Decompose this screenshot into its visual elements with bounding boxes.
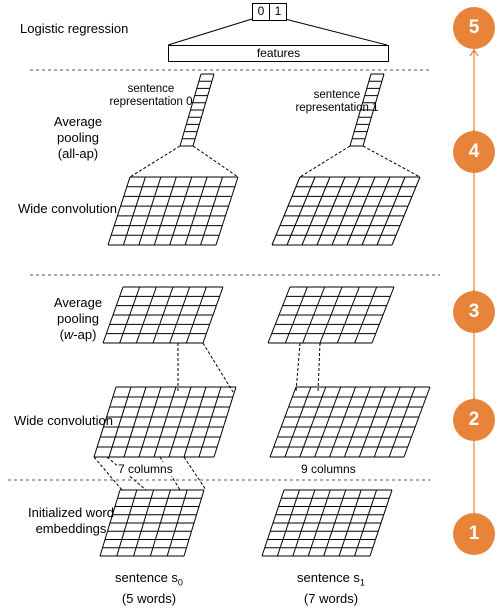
step-4-badge: 4	[453, 131, 495, 173]
sentence-representation-1-label: sentence representation 1	[295, 89, 379, 114]
sentence-s0-label: sentence s0 (5 words)	[115, 570, 183, 606]
logistic-regression-label: Logistic regression	[20, 21, 129, 36]
section-separators	[8, 69, 440, 481]
average-pooling-w-label: Average pooling (w-ap)	[53, 295, 103, 342]
average-pooling-all-label: Average pooling (all-ap)	[53, 114, 103, 161]
top-conv-map-left	[107, 176, 239, 246]
wide-convolution-top-label: Wide convolution	[18, 201, 117, 216]
rep1-conn-left	[299, 145, 351, 178]
sentence-representation-0-label: sentence representation 0	[109, 83, 193, 108]
output-cell-0: 0	[252, 3, 270, 21]
step-3-badge: 3	[453, 291, 495, 333]
features-box: features	[168, 45, 389, 62]
conv-left-conn-a	[93, 456, 123, 491]
bottom-conv-map-left	[93, 386, 237, 458]
wide-convolution-bottom-label: Wide convolution	[14, 413, 113, 428]
initialized-embeddings-label: Initialized word embeddings	[28, 505, 114, 536]
output-cell-1: 1	[269, 3, 287, 21]
feature-map-grids	[93, 18, 431, 557]
columns-count-left: 7 columns	[117, 462, 174, 476]
bottom-conv-map-right	[269, 386, 431, 458]
step-timeline	[469, 48, 479, 513]
rep1-conn-right	[362, 145, 421, 178]
step-5-badge: 5	[453, 7, 495, 49]
rep0-conn-right	[192, 145, 239, 178]
pool-left-conn-b	[202, 342, 234, 393]
rep0-conn-left	[129, 145, 181, 178]
embedding-map-left	[99, 489, 205, 557]
sentence-s1-label: sentence s1 (7 words)	[297, 570, 365, 606]
pooling-map-left	[102, 286, 224, 344]
pool-right-conn-b	[317, 342, 321, 393]
pooling-connectors	[93, 145, 421, 491]
pool-right-conn-a	[295, 342, 301, 393]
top-conv-map-right	[271, 176, 421, 246]
columns-count-right: 9 columns	[300, 462, 357, 476]
conv-left-conn-d	[183, 456, 207, 491]
step-1-badge: 1	[453, 513, 495, 555]
representation-1-vector	[349, 73, 385, 147]
step-2-badge: 2	[453, 399, 495, 441]
timeline-arrowhead-top	[469, 48, 479, 57]
representation-0-vector	[179, 73, 215, 147]
embedding-map-right	[261, 489, 393, 557]
output-connector-lines	[167, 18, 388, 46]
pooling-map-right	[267, 286, 395, 344]
